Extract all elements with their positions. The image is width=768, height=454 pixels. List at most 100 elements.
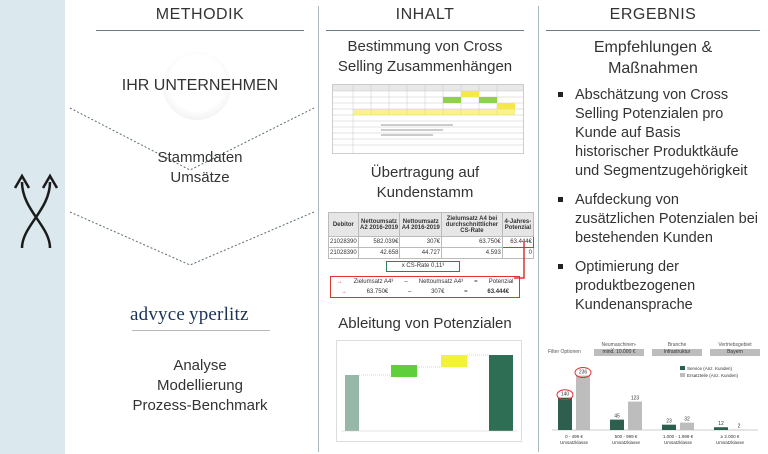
- table-row: 21028390 42.658 44.727 4.593 0: [328, 247, 535, 259]
- formula-op: =: [464, 289, 468, 295]
- formula-label: Zielumsatz A4³: [353, 279, 394, 285]
- bar-value-label: 23: [666, 419, 672, 425]
- table-cell: 44.727: [399, 247, 443, 259]
- stammdaten-line: Stammdaten: [157, 149, 243, 166]
- ergebnis-title-line: Maßnahmen: [608, 60, 698, 77]
- cs-rate-box: x CS-Rate 0,11³: [386, 261, 460, 272]
- filter-options-bar: Filter Optionen Neumaschinen-Umsatz mind…: [548, 342, 762, 358]
- column-header-inhalt: INHALT: [326, 6, 524, 31]
- category-label: Umsatzklasse: [612, 440, 641, 445]
- category-label: Umsatzklasse: [560, 440, 589, 445]
- formula-label: Potenzial: [488, 279, 514, 285]
- column-header-methodik: METHODIK: [96, 6, 304, 31]
- category-label: 0 - 499 €: [565, 434, 583, 439]
- bar-ersatzteile: [628, 401, 642, 430]
- formula-value: 307€: [431, 289, 445, 295]
- highlight-circle: [574, 367, 592, 379]
- potential-formula-box: → Zielumsatz A4³ – Nettoumsatz A4³ = Pot…: [330, 276, 520, 298]
- inhalt-section-3-title: Ableitung von Potenzialen: [338, 315, 512, 332]
- methodik-background-shapes: [69, 107, 315, 266]
- crossing-arrows-icon: [14, 173, 58, 249]
- table-header: Zielumsatz A4 bei durchschnittlicher CS-…: [441, 212, 503, 237]
- formula-label: Nettoumsatz A4³: [418, 279, 464, 285]
- bar-service: [662, 424, 676, 430]
- table-cell: 63.750€: [441, 236, 503, 248]
- ergebnis-title-line: Empfehlungen &: [593, 39, 713, 56]
- table-cell: 582.039€: [357, 236, 401, 248]
- analyse-line: Analyse: [173, 357, 227, 374]
- category-label: 500 - 999 €: [615, 434, 638, 439]
- table-row: 21028390 582.039€ 307€ 63.750€ 63.444€: [328, 236, 535, 248]
- inhalt-section-2-title: Übertragung auf Kundenstamm: [326, 163, 524, 203]
- bar-value-label: 45: [614, 414, 620, 420]
- table-cell: 21028390: [328, 236, 359, 248]
- inhalt-section-1-title: Bestimmung von Cross Selling Zusammenhän…: [326, 37, 524, 77]
- bullet-item: Aufdeckung von zusätzlichen Potenzialen …: [558, 191, 758, 248]
- formula-value: 63.444€: [487, 289, 510, 295]
- table-header: Debitor: [328, 212, 359, 237]
- bar-value-label: 2: [738, 424, 741, 430]
- legend-swatch: [680, 366, 685, 370]
- bar-service: [714, 427, 728, 430]
- modellierung-line: Modellierung: [157, 377, 243, 394]
- formula-op: –: [404, 279, 408, 285]
- bar-value-label: 140: [561, 392, 570, 398]
- filter-value[interactable]: Infrastruktur: [652, 349, 702, 356]
- table-header: Nettoumsatz A2 2016-2019: [357, 212, 401, 237]
- waterfall-chart-thumbnail: [336, 340, 522, 442]
- arrow-icon: →: [336, 279, 343, 285]
- arrow-icon: →: [340, 289, 347, 295]
- bar-ersatzteile: [680, 422, 694, 430]
- advyce-logo: advyce yperlitz: [130, 302, 270, 332]
- table-cell: 4.593: [441, 247, 503, 259]
- filter-value[interactable]: mind. 10.000 €: [594, 349, 644, 356]
- table-header: 4-Jahres-Potenzial: [501, 212, 535, 237]
- customer-potential-table: Debitor Nettoumsatz A2 2016-2019 Nettoum…: [328, 212, 535, 259]
- bullet-item: Optimierung der produktbezogenen Kundena…: [558, 258, 758, 315]
- umsaetze-line: Umsätze: [170, 169, 230, 186]
- sec2-line: Übertragung auf: [370, 164, 480, 181]
- company-badge: [163, 52, 231, 120]
- prozess-benchmark-line: Prozess-Benchmark: [132, 397, 268, 414]
- table-cell: 42.658: [357, 247, 401, 259]
- category-label: ≥ 2.000 €: [721, 434, 740, 439]
- table-cell: 0: [501, 247, 535, 259]
- highlight-circle: [556, 389, 574, 401]
- sec1-line: Bestimmung von Cross: [347, 38, 503, 55]
- table-cell: 21028390: [328, 247, 359, 259]
- left-accent-band: [0, 0, 65, 454]
- formula-op: =: [474, 279, 478, 285]
- category-label: Umsatzklasse: [664, 440, 693, 445]
- filter-title: Branche: [667, 342, 687, 348]
- company-label: IHR UNTERNEHMEN: [121, 77, 279, 94]
- sec1-line: Selling Zusammenhängen: [337, 58, 513, 75]
- column-divider: [318, 6, 319, 452]
- column-header-ergebnis: ERGEBNIS: [546, 6, 760, 31]
- filter-label: Filter Optionen: [548, 349, 581, 355]
- formula-value: 63.750€: [366, 289, 389, 295]
- bar-ersatzteile: [576, 375, 590, 430]
- bar-value-label: 32: [684, 417, 690, 423]
- red-connector-line: [514, 242, 525, 279]
- bar-value-label: 12: [718, 421, 724, 427]
- legend-label: Ersatzteile (Anz. Kunden): [687, 373, 739, 378]
- analyse-text: Analyse Modellierung Prozess-Benchmark: [110, 356, 290, 416]
- filter-value[interactable]: Bayern: [710, 349, 760, 356]
- bar-service: [610, 419, 624, 430]
- ergebnis-title: Empfehlungen & Maßnahmen: [546, 37, 760, 79]
- cross-selling-matrix-thumbnail: [332, 84, 524, 154]
- sec2-line: Kundenstamm: [376, 184, 474, 201]
- column-divider: [538, 6, 539, 452]
- matrix-grid: [333, 85, 523, 153]
- legend-label: Service (Anz. Kunden): [687, 366, 733, 371]
- bar-service: [558, 397, 572, 430]
- category-label: 1.000 - 1.999 €: [663, 434, 694, 439]
- stammdaten-text: Stammdaten Umsätze: [110, 148, 290, 188]
- waterfall-bars: [341, 354, 517, 432]
- bullet-item: Abschätzung von Cross Selling Potenziale…: [558, 86, 758, 181]
- bar-value-label: 236: [579, 370, 588, 376]
- formula-op: –: [408, 289, 412, 295]
- legend-swatch: [680, 373, 685, 377]
- category-label: Umsatzklasse: [716, 440, 745, 445]
